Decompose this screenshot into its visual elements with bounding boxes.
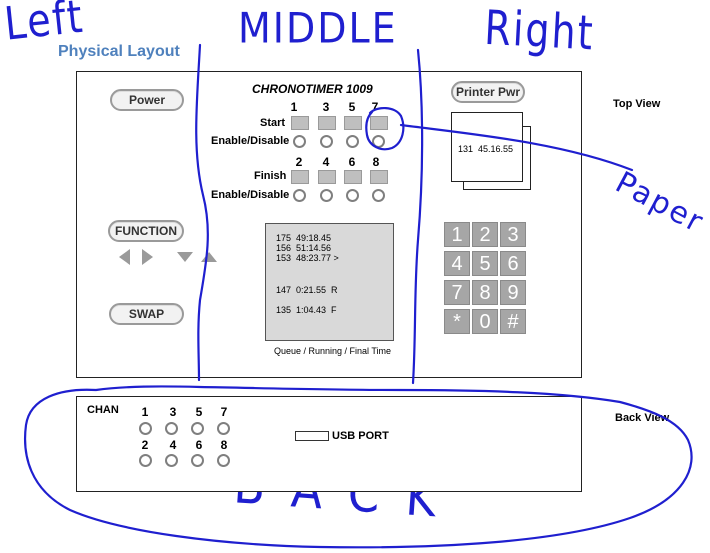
chan-label: CHAN: [87, 404, 119, 416]
channel-jack[interactable]: [217, 454, 230, 467]
finish-label: Finish: [254, 170, 287, 182]
start-trigger-button[interactable]: [370, 116, 388, 130]
back-channel-number: 2: [141, 438, 149, 452]
finish-trigger-button[interactable]: [318, 170, 336, 184]
start-trigger-button[interactable]: [291, 116, 309, 130]
annotation-paper: Paper: [609, 165, 710, 241]
arrow-buttons: [119, 249, 217, 265]
layout-title: Physical Layout: [58, 43, 180, 60]
display-caption: Queue / Running / Final Time: [274, 346, 392, 356]
enable-disable-label: Enable/Disable: [211, 135, 290, 147]
finish-enable-toggle[interactable]: [320, 189, 333, 202]
device-title: CHRONOTIMER 1009: [252, 82, 373, 96]
keypad-key[interactable]: 3: [500, 222, 526, 247]
keypad-key[interactable]: 4: [444, 251, 470, 276]
start-enable-toggle[interactable]: [346, 135, 359, 148]
finish-channel-number: 6: [348, 155, 356, 169]
keypad-key[interactable]: 0: [472, 309, 498, 334]
swap-button[interactable]: SWAP: [109, 303, 184, 325]
up-arrow-icon[interactable]: [201, 252, 217, 262]
keypad-key[interactable]: 9: [500, 280, 526, 305]
start-channel-number: 3: [322, 100, 330, 114]
finish-channel-number: 2: [295, 155, 303, 169]
channel-jack[interactable]: [139, 454, 152, 467]
keypad-key[interactable]: #: [500, 309, 526, 334]
usb-port[interactable]: [295, 431, 329, 441]
annotation-right: Right: [483, 0, 596, 61]
keypad-key[interactable]: *: [444, 309, 470, 334]
display-line: 147 0:21.55 R: [276, 285, 338, 295]
annotation-middle: MIDDLE: [238, 4, 398, 53]
left-arrow-icon[interactable]: [119, 249, 130, 265]
back-channel-number: 7: [220, 405, 228, 419]
back-channel-number: 1: [141, 405, 149, 419]
finish-enable-toggle[interactable]: [346, 189, 359, 202]
power-button[interactable]: Power: [110, 89, 184, 111]
finish-channel-number: 8: [372, 155, 380, 169]
function-button[interactable]: FUNCTION: [108, 220, 184, 242]
display-line: 175 49:18.45: [276, 233, 332, 243]
printer-power-button[interactable]: Printer Pwr: [451, 81, 525, 103]
display-line: 156 51:14.56: [276, 243, 332, 253]
right-arrow-icon[interactable]: [142, 249, 153, 265]
printer-output-line: 131 45.16.55: [458, 144, 514, 154]
display-line: 135 1:04.43 F: [276, 305, 337, 315]
finish-trigger-button[interactable]: [344, 170, 362, 184]
start-label: Start: [260, 117, 286, 129]
start-channel-number: 5: [348, 100, 356, 114]
finish-enable-toggle[interactable]: [372, 189, 385, 202]
start-channel-number: 1: [290, 100, 298, 114]
back-channel-number: 8: [220, 438, 228, 452]
back-channel-number: 4: [169, 438, 177, 452]
start-trigger-button[interactable]: [318, 116, 336, 130]
keypad-key[interactable]: 1: [444, 222, 470, 247]
channel-jack[interactable]: [191, 454, 204, 467]
start-enable-toggle[interactable]: [372, 135, 385, 148]
channel-jack[interactable]: [191, 422, 204, 435]
keypad-key[interactable]: 7: [444, 280, 470, 305]
display-line: 153 48:23.77 >: [276, 253, 339, 263]
start-channel-number: 7: [371, 100, 379, 114]
back-channel-number: 3: [169, 405, 177, 419]
keypad-key[interactable]: 8: [472, 280, 498, 305]
finish-enable-toggle[interactable]: [293, 189, 306, 202]
finish-trigger-button[interactable]: [370, 170, 388, 184]
channel-jack[interactable]: [165, 422, 178, 435]
keypad-key[interactable]: 6: [500, 251, 526, 276]
finish-channel-number: 4: [322, 155, 330, 169]
down-arrow-icon[interactable]: [177, 252, 193, 262]
finish-trigger-button[interactable]: [291, 170, 309, 184]
printer-paper: 131 45.16.55: [451, 112, 523, 182]
keypad-key[interactable]: 2: [472, 222, 498, 247]
back-view-label: Back View: [615, 412, 670, 424]
top-view-label: Top View: [613, 98, 661, 110]
keypad-key[interactable]: 5: [472, 251, 498, 276]
back-channel-number: 6: [195, 438, 203, 452]
back-channel-number: 5: [195, 405, 203, 419]
start-trigger-button[interactable]: [344, 116, 362, 130]
timer-display: 175 49:18.45 156 51:14.56 153 48:23.77 >…: [265, 223, 394, 341]
channel-jack[interactable]: [217, 422, 230, 435]
start-enable-toggle[interactable]: [293, 135, 306, 148]
usb-port-label: USB PORT: [332, 430, 389, 442]
start-enable-toggle[interactable]: [320, 135, 333, 148]
channel-jack[interactable]: [139, 422, 152, 435]
channel-jack[interactable]: [165, 454, 178, 467]
enable-disable-label: Enable/Disable: [211, 189, 290, 201]
